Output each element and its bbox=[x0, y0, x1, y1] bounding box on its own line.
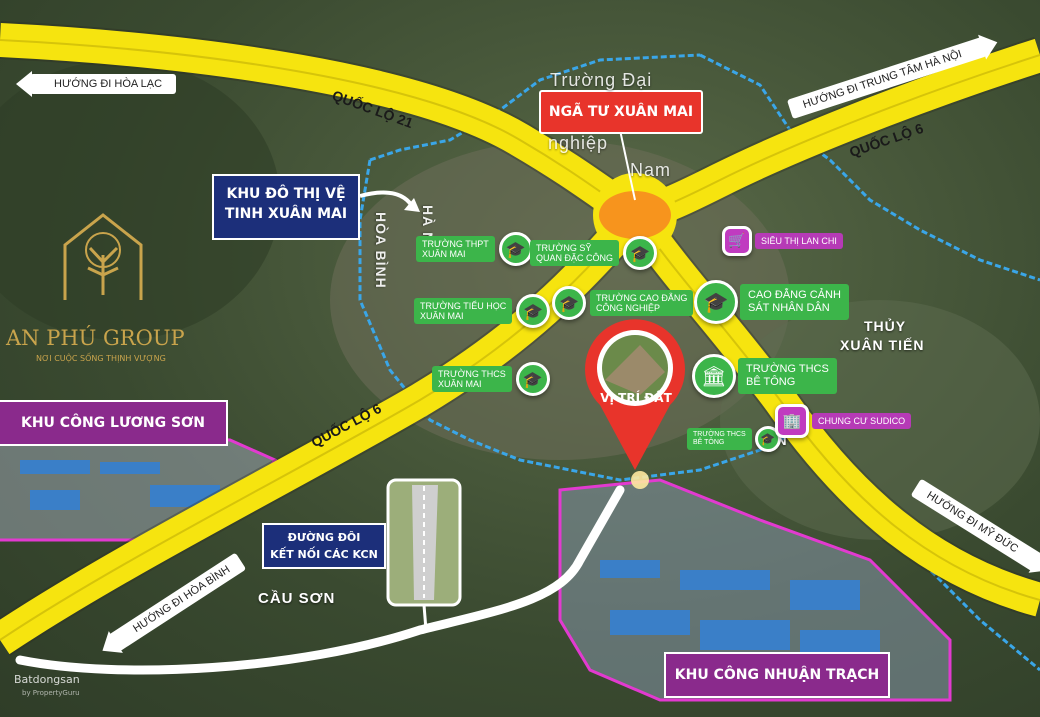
poi-sieu-thi-lan-chi[interactable]: 🛒 SIÊU THỊ LAN CHI bbox=[722, 226, 843, 256]
intersection-callout: NGÃ TƯ XUÂN MAI bbox=[539, 90, 703, 134]
poi-line: TRƯỜNG THPT bbox=[422, 238, 489, 249]
poi-chung-cu-sudico[interactable]: 🏢 CHUNG CƯ SUDICO bbox=[775, 404, 912, 438]
poi-line: QUAN ĐẶC CÔNG bbox=[536, 253, 614, 263]
poi-line: TRƯỜNG CAO ĐẲNG bbox=[596, 292, 688, 303]
arrow-left-icon bbox=[16, 71, 32, 97]
graduation-cap-icon: 🎓 bbox=[515, 362, 550, 396]
poi-line: CHUNG CƯ SUDICO bbox=[818, 415, 906, 426]
poi-line: SÁT NHÂN DÂN bbox=[748, 302, 830, 314]
place-truong-dai: Trường Đại bbox=[550, 70, 653, 90]
poi-line: SIÊU THỊ LAN CHI bbox=[761, 235, 837, 246]
bank-icon: 🏛 bbox=[692, 354, 736, 398]
kcn-nhuan-trach-callout: KHU CÔNG NHUẬN TRẠCH bbox=[664, 652, 890, 698]
map-pin-icon[interactable] bbox=[584, 319, 685, 470]
place-cau-son: CẦU SƠN bbox=[258, 590, 336, 607]
graduation-cap-icon: 🎓 bbox=[516, 294, 551, 328]
watermark-brand: Batdongsan bbox=[14, 673, 80, 686]
logo-name: AN PHÚ GROUP bbox=[6, 326, 185, 350]
poi-line: BÊ TÔNG bbox=[746, 376, 796, 388]
kdt-callout: KHU ĐÔ THỊ VỆ TINH XUÂN MAI bbox=[212, 174, 360, 240]
poi-tag: SIÊU THỊ LAN CHI bbox=[755, 232, 843, 250]
duong-doi-line-2: KẾT NỐI CÁC KCN bbox=[270, 547, 378, 561]
graduation-cap-icon: 🎓 bbox=[552, 286, 586, 320]
poi-line: TRƯỜNG THCS bbox=[746, 363, 829, 376]
building-icon: 🏢 bbox=[775, 404, 809, 438]
duong-doi-callout: ĐƯỜNG ĐÔI KẾT NỐI CÁC KCN bbox=[262, 523, 386, 569]
poi-line: XUÂN MAI bbox=[438, 379, 482, 389]
poi-line: XUÂN MAI bbox=[422, 249, 466, 259]
poi-line: BÊ TÔNG bbox=[693, 439, 725, 446]
poi-tag: CHUNG CƯ SUDICO bbox=[812, 412, 912, 430]
place-thuy: THỦY bbox=[864, 318, 907, 334]
direction-hoa-lac: HƯỚNG ĐI HÒA LẠC bbox=[16, 71, 177, 97]
poi-line: TRƯỜNG SỸ bbox=[536, 242, 592, 253]
poi-line: TRƯỜNG THCS bbox=[438, 368, 506, 379]
graduation-cap-icon: 🎓 bbox=[498, 232, 533, 266]
shopping-cart-icon: 🛒 bbox=[722, 226, 752, 256]
poi-line: TRƯỜNG TIỂU HỌC bbox=[420, 300, 507, 311]
logo-house-icon bbox=[63, 213, 143, 300]
logo-slogan: NƠI CUỘC SỐNG THỊNH VƯỢNG bbox=[36, 354, 166, 363]
poi-line: XUÂN MAI bbox=[420, 311, 464, 321]
direction-label: HƯỚNG ĐI HÒA LẠC bbox=[54, 78, 163, 90]
place-nam: Nam bbox=[630, 160, 672, 180]
duong-doi-line-1: ĐƯỜNG ĐÔI bbox=[287, 531, 361, 544]
watermark-sub: by PropertyGuru bbox=[22, 689, 80, 697]
place-nghiep: nghiệp bbox=[548, 133, 609, 153]
kdt-line-2: TINH XUÂN MAI bbox=[224, 206, 348, 223]
kcn-luong-son-callout: KHU CÔNG LƯƠNG SƠN bbox=[0, 400, 228, 446]
poi-line: TRƯỜNG THCS bbox=[693, 430, 746, 438]
place-xuan-tien: XUÂN TIẾN bbox=[840, 337, 925, 353]
poi-line: CAO ĐẲNG CẢNH bbox=[748, 289, 841, 302]
kdt-line-1: KHU ĐÔ THỊ VỆ bbox=[226, 186, 346, 202]
place-hoa-binh: HÒA BÌNH bbox=[373, 212, 389, 289]
graduation-cap-icon: 🎓 bbox=[694, 280, 738, 324]
roundabout bbox=[599, 191, 671, 239]
poi-line: CÔNG NGHIỆP bbox=[596, 303, 661, 313]
site-label: VỊ TRÍ ĐẤT bbox=[600, 391, 672, 405]
graduation-cap-icon: 🎓 bbox=[623, 236, 658, 270]
